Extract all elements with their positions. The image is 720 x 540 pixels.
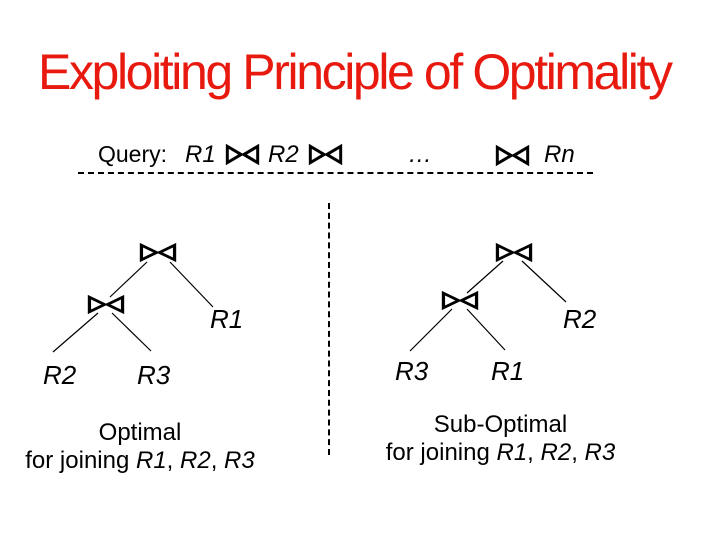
left-tree-caption-detail: for joining R1, R2, R3 — [15, 449, 265, 473]
query-ellipsis: … — [408, 141, 432, 168]
bowtie-join-icon — [225, 143, 260, 166]
page-title: Exploiting Principle of Optimality — [38, 44, 673, 100]
caption-rel: R3 — [224, 447, 255, 474]
caption-separator: , — [571, 439, 585, 466]
left-tree-leaf-r2: R2 — [43, 360, 77, 390]
caption-separator: , — [527, 439, 541, 466]
right-tree-edge — [466, 260, 504, 294]
query-relation-r2: R2 — [268, 141, 299, 168]
caption-rel: R1 — [496, 439, 528, 466]
right-tree-edge — [521, 260, 567, 303]
query-relation-rn: Rn — [544, 141, 575, 168]
caption-separator: , — [166, 447, 181, 474]
right-tree-caption-detail: for joining R1, R2, R3 — [373, 441, 628, 465]
left-tree-caption-title: Optimal — [98, 419, 182, 446]
caption-separator: , — [210, 447, 225, 474]
caption-prefix: for joining — [385, 439, 497, 466]
caption-rel: R3 — [584, 439, 616, 466]
right-tree-leaf-r1: R1 — [491, 356, 525, 386]
query-underline-dashed — [78, 172, 593, 174]
caption-rel: R2 — [180, 447, 211, 474]
right-tree-caption-title: Sub-Optimal — [433, 411, 568, 438]
left-tree-edge — [52, 312, 99, 353]
bowtie-join-icon — [87, 294, 125, 315]
caption-prefix: for joining — [25, 447, 136, 474]
right-tree-leaf-r3: R3 — [395, 356, 429, 386]
caption-rel: R1 — [135, 447, 167, 474]
right-tree-edge — [466, 308, 506, 351]
right-tree-leaf-r2: R2 — [563, 304, 597, 334]
bowtie-join-icon — [139, 242, 177, 263]
bowtie-join-icon — [441, 290, 479, 311]
right-tree-edge — [409, 308, 453, 352]
left-tree-leaf-r3: R3 — [137, 360, 171, 390]
bowtie-join-icon — [495, 242, 533, 263]
query-relation-r1: R1 — [185, 141, 216, 168]
query-label: Query: — [98, 141, 168, 167]
left-tree-leaf-r1: R1 — [210, 304, 244, 334]
vertical-divider-dashed — [328, 203, 330, 455]
bowtie-join-icon — [308, 143, 343, 166]
left-tree-edge — [109, 261, 148, 298]
left-tree-edge — [169, 261, 214, 308]
left-tree-edge — [111, 312, 152, 352]
caption-rel: R2 — [540, 439, 572, 466]
bowtie-join-icon — [495, 144, 530, 167]
